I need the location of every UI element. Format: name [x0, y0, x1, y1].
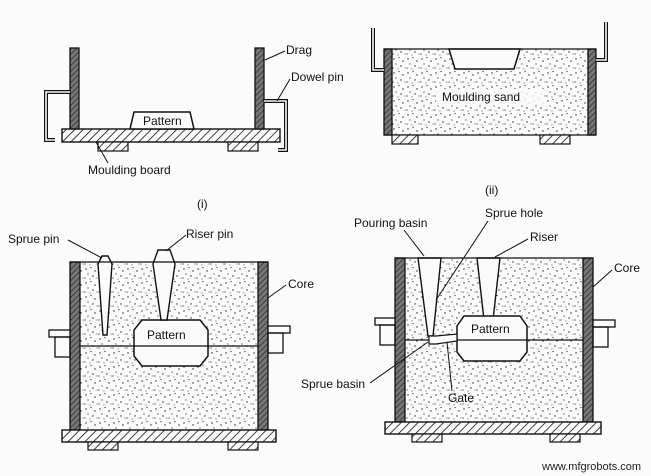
watermark: www.mfgrobots.com — [541, 461, 641, 473]
dowel-pin-right-ii — [596, 22, 608, 62]
sprue-hole-label: Sprue hole — [485, 206, 543, 220]
riser-leader — [494, 238, 529, 258]
clamp-right-iii — [267, 325, 291, 334]
pouring-basin-label: Pouring basin — [354, 216, 427, 230]
riser-pin-leader — [165, 234, 187, 252]
panel-ii: Moulding sand (ii) — [371, 22, 608, 197]
dowel-pin-right-ii-inner — [596, 22, 607, 61]
pattern-label-i: Pattern — [143, 114, 182, 128]
core-label-iii: Core — [288, 277, 314, 291]
flask-wall-right-iii — [257, 261, 269, 431]
sprue-pin-label: Sprue pin — [8, 232, 59, 246]
sprue-pin — [97, 255, 113, 336]
moulding-sand-label-bg — [436, 89, 544, 104]
dowel-pin-left-ii-inner — [372, 28, 384, 71]
board-foot-right-iii — [227, 441, 259, 451]
drag-wall-left — [69, 47, 80, 130]
clamp-right-iii-b — [267, 332, 284, 354]
clamp-left-iv-b — [379, 324, 396, 346]
step-i-label: (i) — [197, 197, 208, 211]
gate-leader — [446, 341, 453, 392]
riser-pin — [152, 249, 176, 321]
bottom-board-iv — [384, 421, 602, 435]
flask-wall-left-iii — [69, 261, 81, 431]
board-foot-right-iv — [549, 433, 581, 443]
gate-channel — [428, 333, 458, 345]
dowel-pin-leader — [276, 78, 291, 102]
panel-i: Pattern Drag Dowel pin Moulding board (i… — [44, 43, 344, 211]
sprue-basin-label: Sprue basin — [301, 377, 365, 391]
clamp-left-iv — [374, 317, 396, 326]
board-foot-left-iii — [87, 441, 119, 451]
pouring-basin-leader — [403, 229, 425, 257]
board-foot-left — [97, 141, 129, 152]
flask-foot-left-ii — [391, 134, 419, 145]
core-leader-iv — [592, 269, 613, 288]
flask-wall-right-ii — [587, 48, 597, 136]
bottom-board-iii — [61, 429, 277, 443]
pattern-iv — [456, 315, 528, 362]
flask-foot-right-ii — [539, 134, 571, 145]
pattern-iii — [133, 319, 209, 367]
clamp-left-iii-b — [54, 336, 71, 358]
pattern-label-iii: Pattern — [147, 328, 186, 342]
drag-wall-right — [254, 47, 265, 130]
core-leader-iii — [267, 284, 287, 299]
drag-label: Drag — [286, 43, 312, 57]
pattern-ii — [447, 48, 522, 70]
clamp-right-iv — [592, 319, 616, 328]
sprue-hole-leader — [435, 220, 489, 301]
moulding-sand-label: Moulding sand — [442, 90, 520, 104]
dowel-pin-right-inner — [264, 100, 287, 151]
dowel-pin-label: Dowel pin — [291, 70, 344, 84]
core-label-iv: Core — [614, 261, 640, 275]
moulding-board-label: Moulding board — [88, 163, 171, 177]
clamp-right-iv-b — [592, 326, 609, 348]
clamp-left-iii — [48, 329, 71, 338]
moulding-board-leader — [95, 141, 109, 164]
riser-label: Riser — [530, 230, 558, 244]
dowel-pin-left-inner — [45, 91, 70, 141]
board-foot-left-iv — [411, 433, 443, 443]
drag-leader — [264, 50, 286, 61]
flask-wall-right-iv — [582, 257, 594, 423]
pattern-label-iv: Pattern — [471, 322, 510, 336]
flask-wall-left-iv — [394, 257, 406, 423]
sprue-basin-leader — [369, 341, 429, 384]
panel-iv: Pattern Pouring basin Sprue hole Riser C… — [301, 206, 640, 443]
panel-iii: Pattern Sprue pin Riser pin Core — [8, 227, 314, 451]
board-foot-right — [227, 141, 259, 152]
pattern-i — [129, 111, 195, 130]
moulding-board — [61, 128, 281, 143]
sprue-pin-leader — [67, 239, 103, 259]
dowel-pin-left-ii — [371, 28, 384, 72]
riser-pin-label: Riser pin — [186, 227, 233, 241]
step-ii-label: (ii) — [485, 183, 498, 197]
gate-label: Gate — [448, 391, 474, 405]
flask-wall-left-ii — [383, 48, 393, 136]
